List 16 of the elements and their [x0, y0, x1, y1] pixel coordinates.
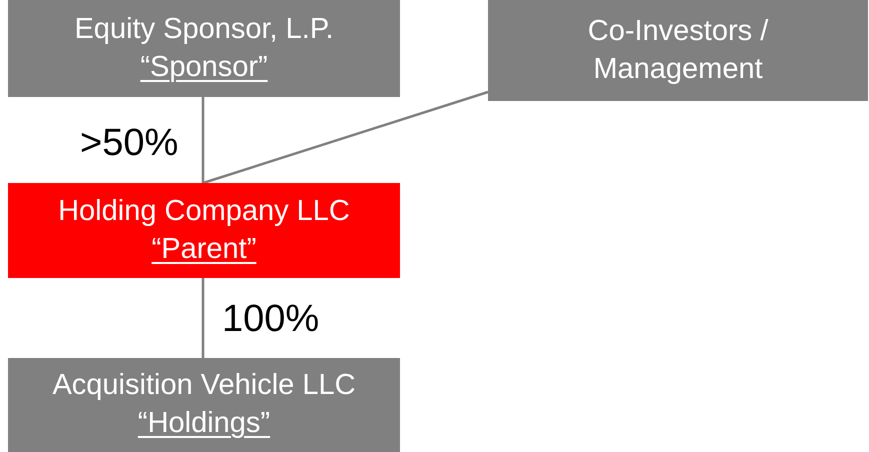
entity-box	[8, 183, 400, 278]
connector-line	[202, 90, 488, 184]
entity-short-name: “Holdings”	[138, 406, 270, 441]
entity-box	[488, 0, 868, 101]
entity-box	[8, 0, 400, 97]
entity-name: Holding Company LLC	[58, 194, 350, 229]
entity-name: Acquisition Vehicle LLC	[52, 368, 356, 404]
entity-box	[8, 358, 400, 452]
connector-line	[202, 278, 204, 358]
entity-short-name: “Sponsor”	[140, 50, 268, 84]
entity-name: Co-Investors / Management	[586, 14, 770, 86]
entity-name: Equity Sponsor, L.P.	[74, 12, 334, 47]
ownership-percentage: 100%	[222, 298, 320, 341]
connector-line	[202, 97, 204, 183]
entity-short-name: “Parent”	[152, 232, 256, 266]
ownership-percentage: >50%	[80, 122, 178, 165]
